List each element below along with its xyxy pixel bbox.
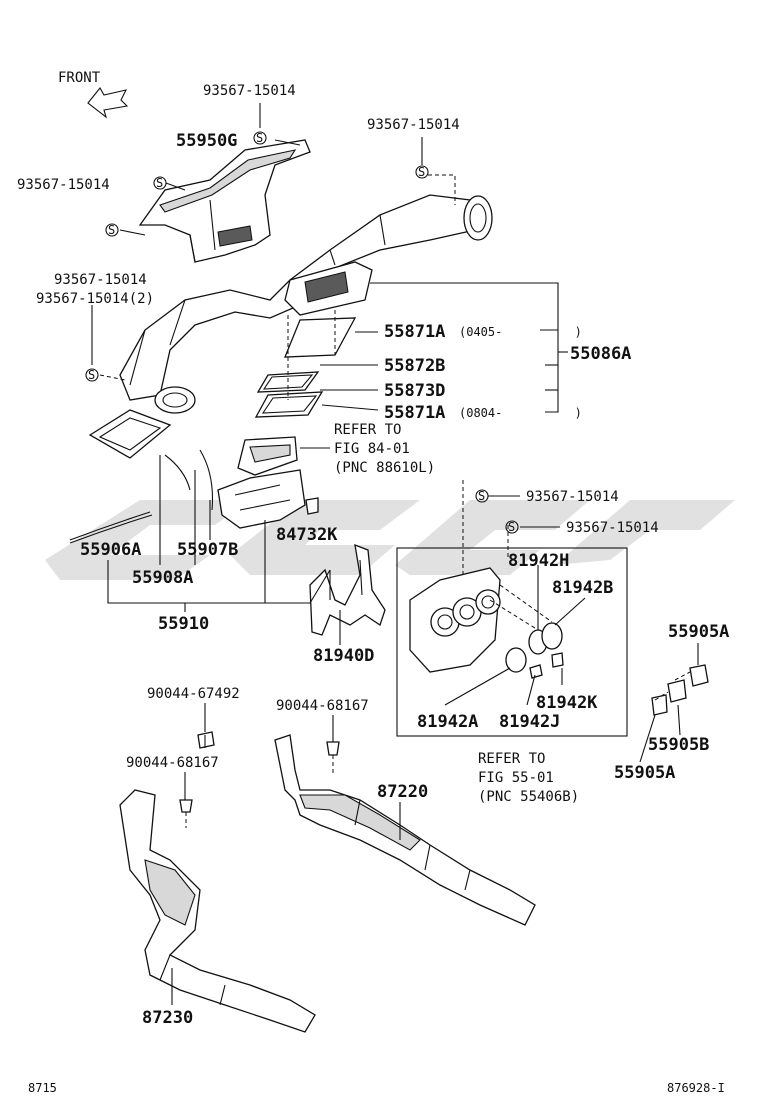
label-93567-c1: 93567-15014 [526,489,619,505]
label-90044-c: 90044-68167 [276,698,369,714]
label-81942b: 81942B [552,578,613,598]
bracket-81940d [309,543,386,636]
label-55905a-top: 55905A [668,622,729,642]
main-duct [119,194,493,414]
refer-fig55-line1: REFER TO [478,751,545,767]
label-55871a-2: 55871A [384,403,445,423]
label-93567-mid: 93567-15014 [54,272,147,288]
label-81942h: 81942H [508,551,569,571]
label-81942k: 81942K [536,693,598,713]
label-81942a: 81942A [417,712,478,732]
screw-s-icon: S [256,131,263,145]
front-label: FRONT [58,70,101,86]
label-55873d: 55873D [384,381,445,401]
refer-fig84-line2: FIG 84-01 [334,441,410,457]
screw-s-icon: S [156,176,163,190]
clip-90044-b [179,799,193,828]
label-93567-c2: 93567-15014 [566,520,659,536]
label-55905a-bot: 55905A [614,763,675,783]
label-81942j: 81942J [499,712,560,732]
bracket-55950g [138,139,311,263]
foam-pad [88,409,172,459]
screw-markers: S S S S S S S [85,131,519,534]
clip-90044-c [326,741,340,775]
label-55905b: 55905B [648,735,709,755]
screw-s-icon: S [88,368,95,382]
duct-87220 [274,734,536,926]
label-55906a: 55906A [80,540,141,560]
label-93567-mid2: 93567-15014(2) [36,291,154,307]
label-55871a-1-range: (0405- ) [459,325,582,339]
seal-strips [69,449,214,544]
screw-s-icon: S [508,520,515,534]
footer-left: 8715 [28,1081,57,1095]
duct-87230 [119,789,316,1033]
label-93567-left: 93567-15014 [17,177,110,193]
label-93567-right: 93567-15014 [367,117,460,133]
screws-55905 [651,664,709,716]
label-55871a-1: 55871A [384,322,445,342]
refer-fig55-line2: FIG 55-01 [478,770,554,786]
screw-s-icon: S [418,165,425,179]
refer-fig84-line1: REFER TO [334,422,401,438]
label-55910: 55910 [158,614,209,634]
label-90044-a: 90044-67492 [147,686,240,702]
label-87230: 87230 [142,1008,193,1028]
label-84732k: 84732K [276,525,338,545]
label-55907b: 55907B [177,540,238,560]
label-55086a: 55086A [570,344,631,364]
vent-gaskets [254,310,357,418]
refer-fig84-line3: (PNC 88610L) [334,460,435,476]
refer-fig55-line3: (PNC 55406B) [478,789,579,805]
label-87220: 87220 [377,782,428,802]
front-arrow-icon [87,87,129,119]
leader-lines [91,103,699,1005]
bracket-84732k [217,436,319,529]
label-93567-top: 93567-15014 [203,83,296,99]
screw-s-icon: S [478,489,485,503]
clip-90044-a [197,731,215,749]
label-55871a-2-range: (0804- ) [459,406,582,420]
label-55950g: 55950G [176,131,237,151]
label-55908a: 55908A [132,568,193,588]
label-81940d: 81940D [313,646,374,666]
footer-right: 876928-I [667,1081,725,1095]
screw-s-icon: S [108,223,115,237]
label-90044-b: 90044-68167 [126,755,219,771]
label-55872b: 55872B [384,356,445,376]
